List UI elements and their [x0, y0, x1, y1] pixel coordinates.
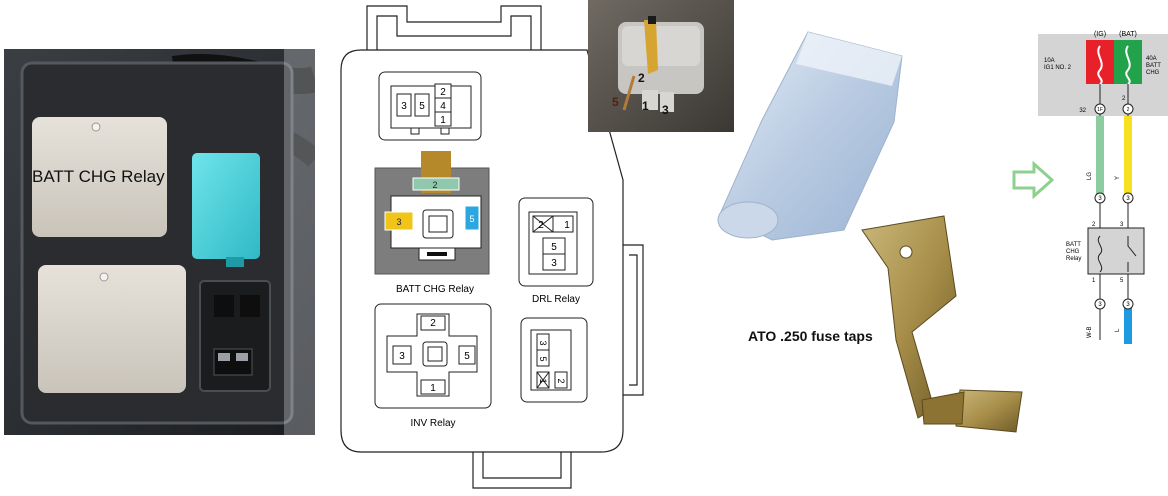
- brass-fuse-tap: [861, 215, 1023, 433]
- relay-name-3: Relay: [1066, 256, 1081, 262]
- relay-pin-5: 5: [1120, 278, 1124, 284]
- top-relay-pin-3: 3: [401, 101, 407, 112]
- relay-photo-pin-3: 3: [662, 103, 669, 117]
- small-relay-pin-3: 3: [538, 340, 548, 345]
- relay-pin-1: 1: [1092, 278, 1096, 284]
- relay-name-1: BATT: [1066, 242, 1081, 248]
- pin-2-bottom: 2: [1127, 107, 1130, 113]
- wire-wb-label: W-B: [1087, 326, 1093, 338]
- small-relay-socket: 3 5 2 1: [520, 317, 588, 403]
- right-fuse-amp: 40A: [1146, 56, 1157, 62]
- relay-photo-pin-5: 5: [612, 95, 619, 109]
- relay-box-photo-drawing: [4, 49, 315, 435]
- wiring-diagram: (IG) (BAT) 10A IG1 NO. 2 40A BATT CHG 32…: [1004, 20, 1168, 350]
- insulated-connector: [717, 31, 903, 241]
- relay-pin-photo-drawing: 2 5 1 3: [588, 0, 734, 132]
- inv-pin-5: 5: [464, 351, 470, 362]
- ig-label: (IG): [1094, 31, 1106, 38]
- relay-photo-pin-1: 1: [642, 99, 649, 113]
- left-fuse-name: IG1 NO. 2: [1044, 65, 1072, 71]
- right-fuse-name-2: CHG: [1146, 70, 1160, 76]
- top-relay-pin-1: 1: [440, 115, 446, 126]
- connector-right-bottom: 3: [1126, 302, 1130, 308]
- pin-1f: 1F: [1097, 107, 1103, 113]
- batt-chg-relay-socket: 2 3 5 BATT CHG Relay: [374, 151, 490, 295]
- connector-left-top: 3: [1098, 196, 1102, 202]
- inv-relay-title: INV Relay: [410, 418, 455, 429]
- relay-name-2: CHG: [1066, 249, 1080, 255]
- fuse-taps-panel: ATO .250 fuse taps: [712, 20, 1032, 440]
- relay-pin-photo: 2 5 1 3: [588, 0, 734, 132]
- top-relay-pin-5: 5: [419, 101, 425, 112]
- connector-right-top: 3: [1126, 196, 1130, 202]
- small-relay-pin-2: 2: [556, 378, 566, 383]
- inv-pin-3: 3: [399, 351, 405, 362]
- top-relay-pin-2: 2: [440, 87, 446, 98]
- inv-pin-1: 1: [430, 383, 436, 394]
- fuse-taps-drawing: [717, 31, 1023, 433]
- small-relay-pin-5: 5: [538, 356, 548, 361]
- wiring-diagram-drawing: (IG) (BAT) 10A IG1 NO. 2 40A BATT CHG 32…: [1012, 31, 1168, 344]
- y-wire: [1124, 116, 1132, 198]
- l-wire: [1124, 304, 1132, 344]
- wire-lg-label: LG: [1087, 172, 1093, 180]
- inv-pin-2: 2: [430, 318, 436, 329]
- batt-chg-relay-photo-label: BATT CHG Relay: [32, 167, 165, 186]
- drl-relay-socket: 2 1 5 3 DRL Relay: [518, 197, 594, 305]
- small-relay-pin-1: 1: [538, 378, 548, 383]
- left-fuse-amp: 10A: [1044, 58, 1055, 64]
- cyan-relay-block: [192, 153, 260, 259]
- top-relay-pin-4: 4: [440, 101, 446, 112]
- inv-relay-socket: 2 3 5 1 INV Relay: [374, 303, 492, 429]
- connector-left-bottom: 3: [1098, 302, 1102, 308]
- top-relay-socket: 3 5 2 4 1: [378, 71, 482, 141]
- wire-y-label: Y: [1115, 176, 1121, 180]
- bat-label: (BAT): [1119, 31, 1137, 38]
- lg-wire: [1096, 116, 1104, 198]
- pin-2-top: 2: [1122, 96, 1126, 102]
- relay-photo-pin-2: 2: [638, 71, 645, 85]
- batt-chg-relay-symbol: [1087, 227, 1145, 275]
- relay-pin-2: 2: [1092, 222, 1096, 228]
- batt-chg-relay-block: [32, 117, 167, 237]
- pin-32: 32: [1079, 108, 1086, 114]
- relay-box-photo: BATT CHG Relay: [4, 49, 315, 435]
- drl-pin-2: 2: [538, 220, 544, 231]
- arrow-right-icon: [1012, 160, 1055, 200]
- right-fuse-name-1: BATT: [1146, 63, 1161, 69]
- batt-chg-relay-title: BATT CHG Relay: [396, 284, 474, 295]
- drl-pin-5: 5: [551, 242, 557, 253]
- fuse-box-diagram: 3 5 2 4 1 2 3 5 BATT CHG Relay: [325, 0, 665, 496]
- lower-relay-block: [38, 265, 186, 393]
- batt-chg-pin-5: 5: [469, 214, 474, 224]
- wire-l-label: L: [1115, 328, 1121, 332]
- drl-relay-title: DRL Relay: [532, 294, 580, 305]
- fuse-box-drawing: 3 5 2 4 1 2 3 5 BATT CHG Relay: [340, 5, 644, 489]
- batt-chg-pin-2: 2: [432, 180, 437, 190]
- relay-pin-3: 3: [1120, 222, 1124, 228]
- drl-pin-3: 3: [551, 258, 557, 269]
- drl-pin-1: 1: [564, 220, 570, 231]
- batt-chg-pin-3: 3: [396, 217, 401, 227]
- fuse-taps-caption: ATO .250 fuse taps: [748, 328, 873, 344]
